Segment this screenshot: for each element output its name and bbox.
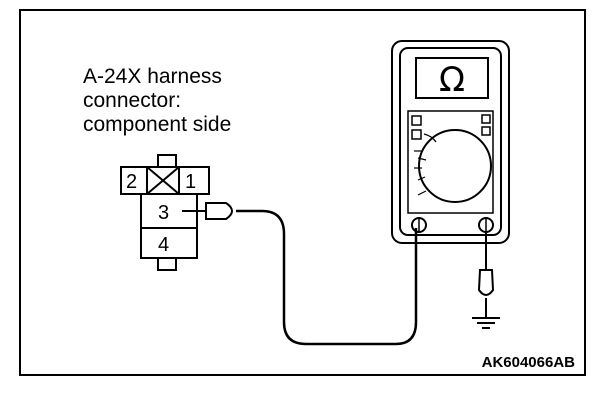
meter-inner-case xyxy=(399,47,502,236)
meter-button-ml xyxy=(411,129,422,140)
meter-button-tl xyxy=(411,115,422,126)
caption-line-2: connector: xyxy=(83,89,181,112)
meter-ohm-symbol: Ω xyxy=(439,60,465,100)
pin-4-label: 4 xyxy=(158,234,169,256)
connector-body xyxy=(140,193,198,259)
test-lead-wire xyxy=(236,209,418,346)
meter-button-tr2 xyxy=(481,126,491,136)
connector-bottom-latch xyxy=(157,257,177,271)
meter-display xyxy=(415,57,489,99)
connector-top-latch xyxy=(157,154,177,168)
pin-3-label: 3 xyxy=(158,202,169,224)
meter-button-tr1 xyxy=(481,114,491,124)
harness-connector xyxy=(120,154,210,271)
caption-line-3: component side xyxy=(83,113,231,136)
multimeter xyxy=(391,40,510,244)
pin-1-label: 1 xyxy=(185,171,196,193)
meter-control-panel xyxy=(407,110,494,214)
figure-code: AK604066AB xyxy=(482,354,576,371)
connector-pins: 2 1 3 4 xyxy=(126,171,196,256)
caption-line-1: A-24X harness xyxy=(83,65,222,88)
ground-probe xyxy=(477,269,495,296)
ground-lead xyxy=(472,231,500,329)
connector-caption: A-24X harness connector: component side xyxy=(83,65,231,136)
meter-rotary-dial[interactable] xyxy=(418,129,492,203)
meter-com-jack[interactable] xyxy=(411,217,427,233)
diagram-frame xyxy=(19,9,586,376)
meter-outer-case xyxy=(391,40,510,244)
pin-2-label: 2 xyxy=(126,171,137,193)
probe-pin-3 xyxy=(182,202,233,220)
